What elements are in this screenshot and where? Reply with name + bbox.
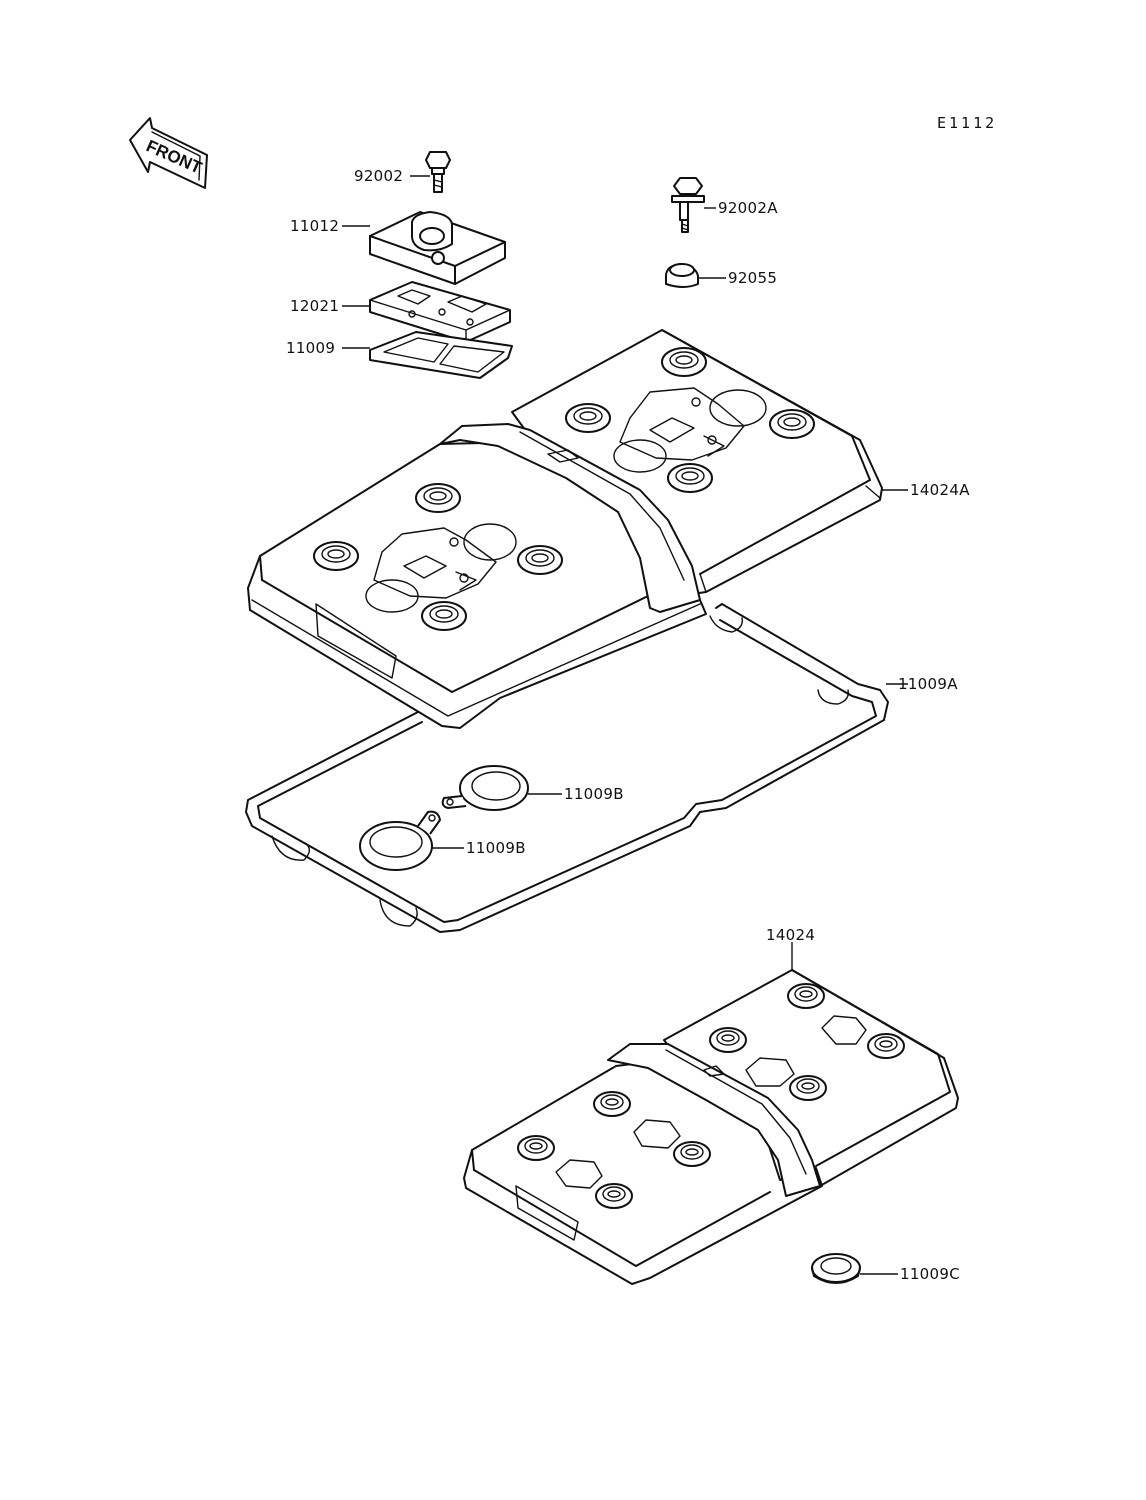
gasket-11009a [245,603,889,933]
label-92002: 92002 [354,167,403,185]
leader-lines [342,175,908,1275]
label-11012: 11012 [290,217,339,235]
seal-11009b-lower [359,810,441,871]
label-11009b-upper: 11009B [564,785,624,803]
grommet-92055 [665,263,699,288]
cylinder-head-cover-14024 [463,969,959,1285]
gasket-12021 [369,281,511,343]
cylinder-head-cover-14024a [247,329,883,729]
part-labels: 92002 92002A 92055 11012 12021 11009 140… [286,167,970,1283]
seal-11009c [811,1253,861,1284]
front-arrow-icon: FRONT [129,117,208,189]
gasket-11009 [369,331,513,379]
bolt-92002 [425,151,451,193]
label-11009a: 11009A [898,675,958,693]
label-92055: 92055 [728,269,777,287]
label-92002a: 92002A [718,199,778,217]
diagram-code: E1112 [937,114,997,132]
bolt-92002a [671,177,705,233]
label-12021: 12021 [290,297,339,315]
label-11009: 11009 [286,339,335,357]
label-14024a: 14024A [910,481,970,499]
label-14024: 14024 [766,926,815,944]
seal-11009b-upper [441,765,529,811]
plate-11012 [369,211,506,285]
label-11009c: 11009C [900,1265,960,1283]
label-11009b-lower: 11009B [466,839,526,857]
